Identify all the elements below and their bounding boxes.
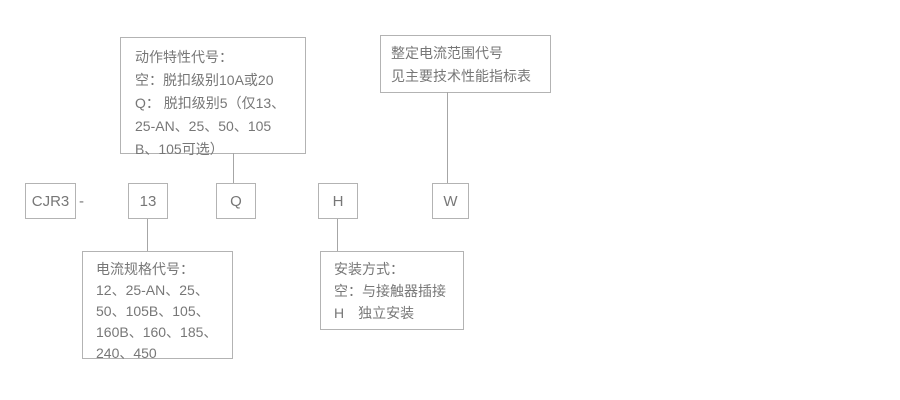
callout-current-spec: 电流规格代号： 12、25-AN、25、 50、105B、105、 160B、1… [82,251,233,361]
callout-setting-current-range: 整定电流范围代号 见主要技术性能指标表 [380,35,551,93]
code-box-action-characteristic: Q [216,183,256,219]
callout-text-line: Q： 脱扣级别5（仅13、 [135,95,286,111]
connector-current-spec [147,219,148,251]
connector-action-characteristic [233,153,234,183]
callout-text-line: 见主要技术性能指标表 [391,68,531,84]
callout-text-line: 空：脱扣级别10A或20 [135,72,274,88]
callout-text-line: H 独立安装 [334,305,415,321]
callout-text-line: 50、105B、105、 [96,303,210,319]
callout-text-line: 240、450 [96,345,157,361]
callout-text-line: 电流规格代号： [96,261,194,277]
callout-text-line: 12、25-AN、25、 [96,282,209,298]
callout-text-line: 安装方式： [334,261,404,277]
connector-setting-range [447,92,448,183]
callout-text-line: 160B、160、185、 [96,324,218,340]
code-box-current-spec: 13 [128,183,168,219]
callout-text-line: 25-AN、25、50、105 [135,118,272,134]
callout-text-line: 动作特性代号： [135,49,233,65]
callout-text-line: 空：与接触器插接 [334,283,446,299]
callout-mounting-mode: 安装方式： 空：与接触器插接 H 独立安装 [320,251,464,330]
callout-text-line: B、105可选） [135,141,224,157]
connector-mounting [337,219,338,251]
callout-action-characteristic: 动作特性代号： 空：脱扣级别10A或20 Q： 脱扣级别5（仅13、 25-AN… [120,37,306,157]
code-box-mounting: H [318,183,358,219]
code-box-model-prefix: CJR3 [25,183,76,219]
callout-text-line: 整定电流范围代号 [391,45,503,61]
model-code-separator: - [79,192,84,210]
code-box-setting-range: W [432,183,469,219]
